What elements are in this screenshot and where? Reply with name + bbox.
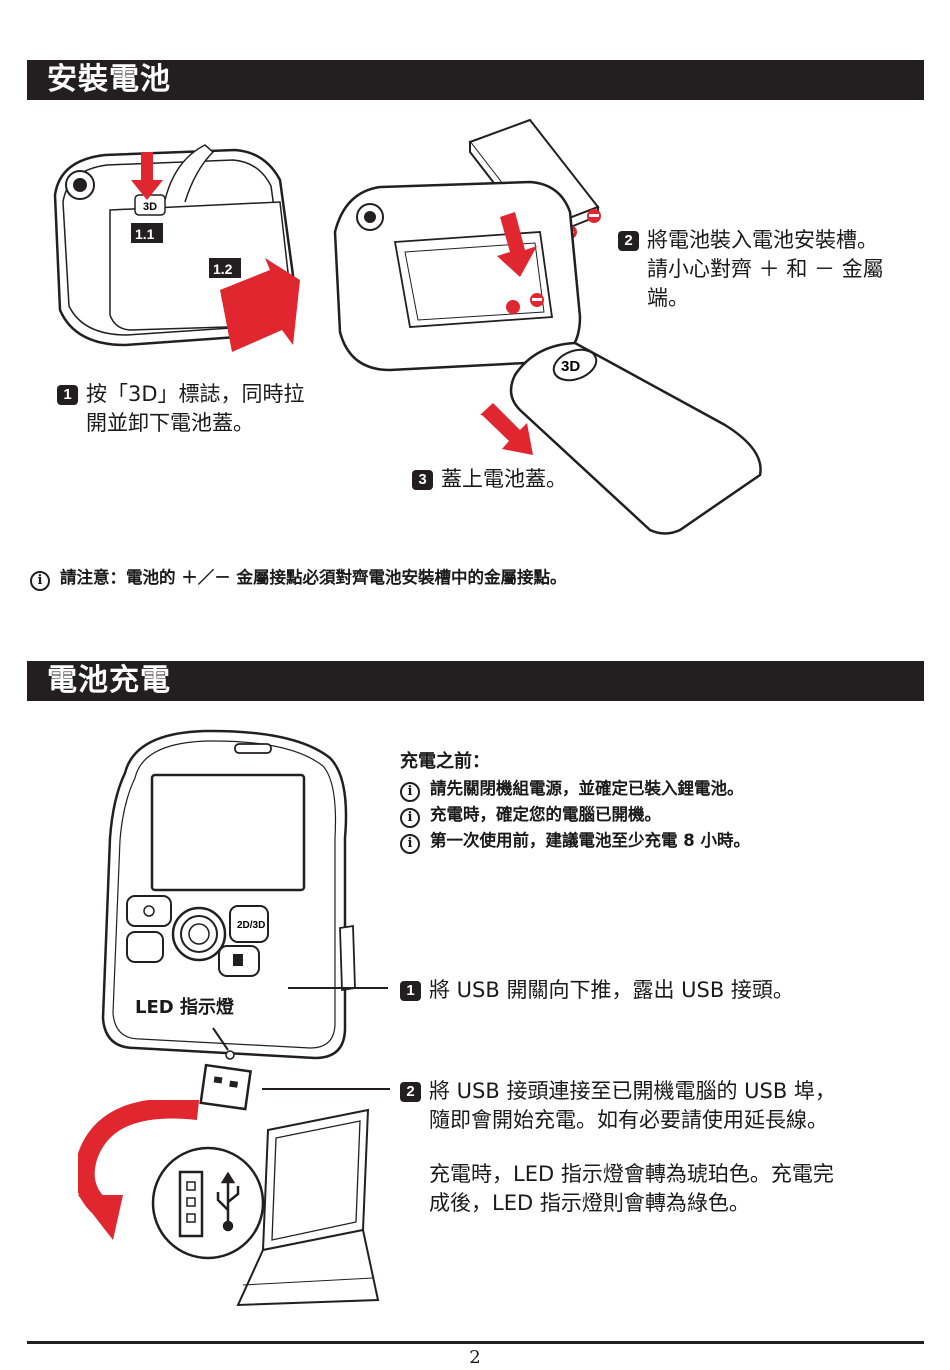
arrow-down-icon bbox=[131, 152, 163, 200]
install-step-3: 3 蓋上電池蓋。 bbox=[412, 465, 567, 494]
install-step-2-line-3: 端。 bbox=[647, 286, 689, 310]
install-step-1: 1 按「3D」標誌，同時拉 開並卸下電池蓋。 bbox=[57, 380, 305, 438]
step-3-badge: 3 bbox=[412, 470, 433, 490]
label-1-1: 1.1 bbox=[135, 226, 155, 242]
charge-step-2-badge: 2 bbox=[400, 1082, 421, 1102]
led-indicator-label: LED 指示燈 bbox=[135, 997, 234, 1018]
note-text: 請注意：電池的 ＋／－ 金屬接點必須對齊電池安裝槽中的金屬接點。 bbox=[60, 568, 567, 587]
section-title-install-battery: 安裝電池 bbox=[27, 60, 924, 100]
info-icon: i bbox=[400, 808, 420, 828]
charge-step-2-line-1: 將 USB 接頭連接至已開機電腦的 USB 埠， bbox=[429, 1079, 836, 1103]
svg-text:2D/3D: 2D/3D bbox=[237, 920, 265, 931]
arrow-cover-icon bbox=[480, 403, 533, 455]
before-item-2-text: 充電時，確定您的電腦已開機。 bbox=[430, 805, 661, 824]
cover-3d-logo-2: 3D bbox=[561, 358, 580, 375]
charge-step-1: 1 將 USB 開關向下推，露出 USB 接頭。 bbox=[400, 976, 794, 1005]
charge-step-2: 2 將 USB 接頭連接至已開機電腦的 USB 埠， 隨即會開始充電。如有必要請… bbox=[400, 1077, 836, 1218]
charge-step-2-line-3: 充電時，LED 指示燈會轉為琥珀色。充電完 bbox=[429, 1162, 834, 1186]
battery-cover-illustration: 3D bbox=[480, 341, 762, 535]
step-2-badge: 2 bbox=[618, 231, 639, 251]
camera-front-illustration: 2D/3D bbox=[101, 729, 356, 1111]
info-icon: i bbox=[400, 782, 420, 802]
arrow-insert-icon bbox=[497, 212, 537, 277]
charge-step-2-line-4: 成後，LED 指示燈則會轉為綠色。 bbox=[429, 1191, 750, 1215]
cover-3d-logo: 3D bbox=[143, 201, 157, 213]
callout-line-1 bbox=[288, 987, 388, 989]
before-item-2: i 充電時，確定您的電腦已開機。 bbox=[400, 803, 661, 828]
install-step-2-line-2: 請小心對齊 ＋ 和 － 金屬 bbox=[647, 257, 884, 281]
camera-back-illustration: 3D 1.1 1.2 bbox=[53, 144, 300, 352]
install-step-2: 2 將電池裝入電池安裝槽。 請小心對齊 ＋ 和 － 金屬 端。 bbox=[618, 226, 884, 313]
laptop-usb-illustration bbox=[78, 1100, 380, 1307]
info-icon: i bbox=[400, 834, 420, 854]
before-item-3-text: 第一次使用前，建議電池至少充電 8 小時。 bbox=[430, 831, 750, 850]
terminal-alignment-note: i 請注意：電池的 ＋／－ 金屬接點必須對齊電池安裝槽中的金屬接點。 bbox=[30, 566, 567, 591]
before-item-1: i 請先關閉機組電源，並確定已裝入鋰電池。 bbox=[400, 777, 744, 802]
usb-icon bbox=[216, 1171, 240, 1232]
footer-rule bbox=[27, 1341, 924, 1344]
before-item-1-text: 請先關閉機組電源，並確定已裝入鋰電池。 bbox=[430, 779, 744, 798]
install-step-1-line-1: 按「3D」標誌，同時拉 bbox=[86, 382, 305, 406]
battery-insert-illustration: + bbox=[333, 118, 601, 372]
section-title-charge-battery: 電池充電 bbox=[27, 661, 924, 701]
before-item-3: i 第一次使用前，建議電池至少充電 8 小時。 bbox=[400, 829, 750, 854]
before-charging-heading: 充電之前： bbox=[400, 751, 490, 772]
callout-line-2 bbox=[262, 1088, 390, 1090]
info-icon: i bbox=[30, 571, 50, 591]
page-number: 2 bbox=[469, 1347, 481, 1368]
install-step-2-line-1: 將電池裝入電池安裝槽。 bbox=[647, 228, 878, 252]
arrow-slide-icon bbox=[220, 258, 300, 352]
step-1-badge: 1 bbox=[57, 385, 78, 405]
charge-step-1-badge: 1 bbox=[400, 981, 421, 1001]
install-step-3-line-1: 蓋上電池蓋。 bbox=[441, 467, 567, 491]
install-step-1-line-2: 開並卸下電池蓋。 bbox=[86, 411, 254, 435]
charge-step-1-line-1: 將 USB 開關向下推，露出 USB 接頭。 bbox=[429, 978, 794, 1002]
curved-arrow-icon bbox=[78, 1195, 123, 1240]
label-1-2: 1.2 bbox=[213, 261, 233, 277]
charge-step-2-line-2: 隨即會開始充電。如有必要請使用延長線。 bbox=[429, 1108, 828, 1132]
